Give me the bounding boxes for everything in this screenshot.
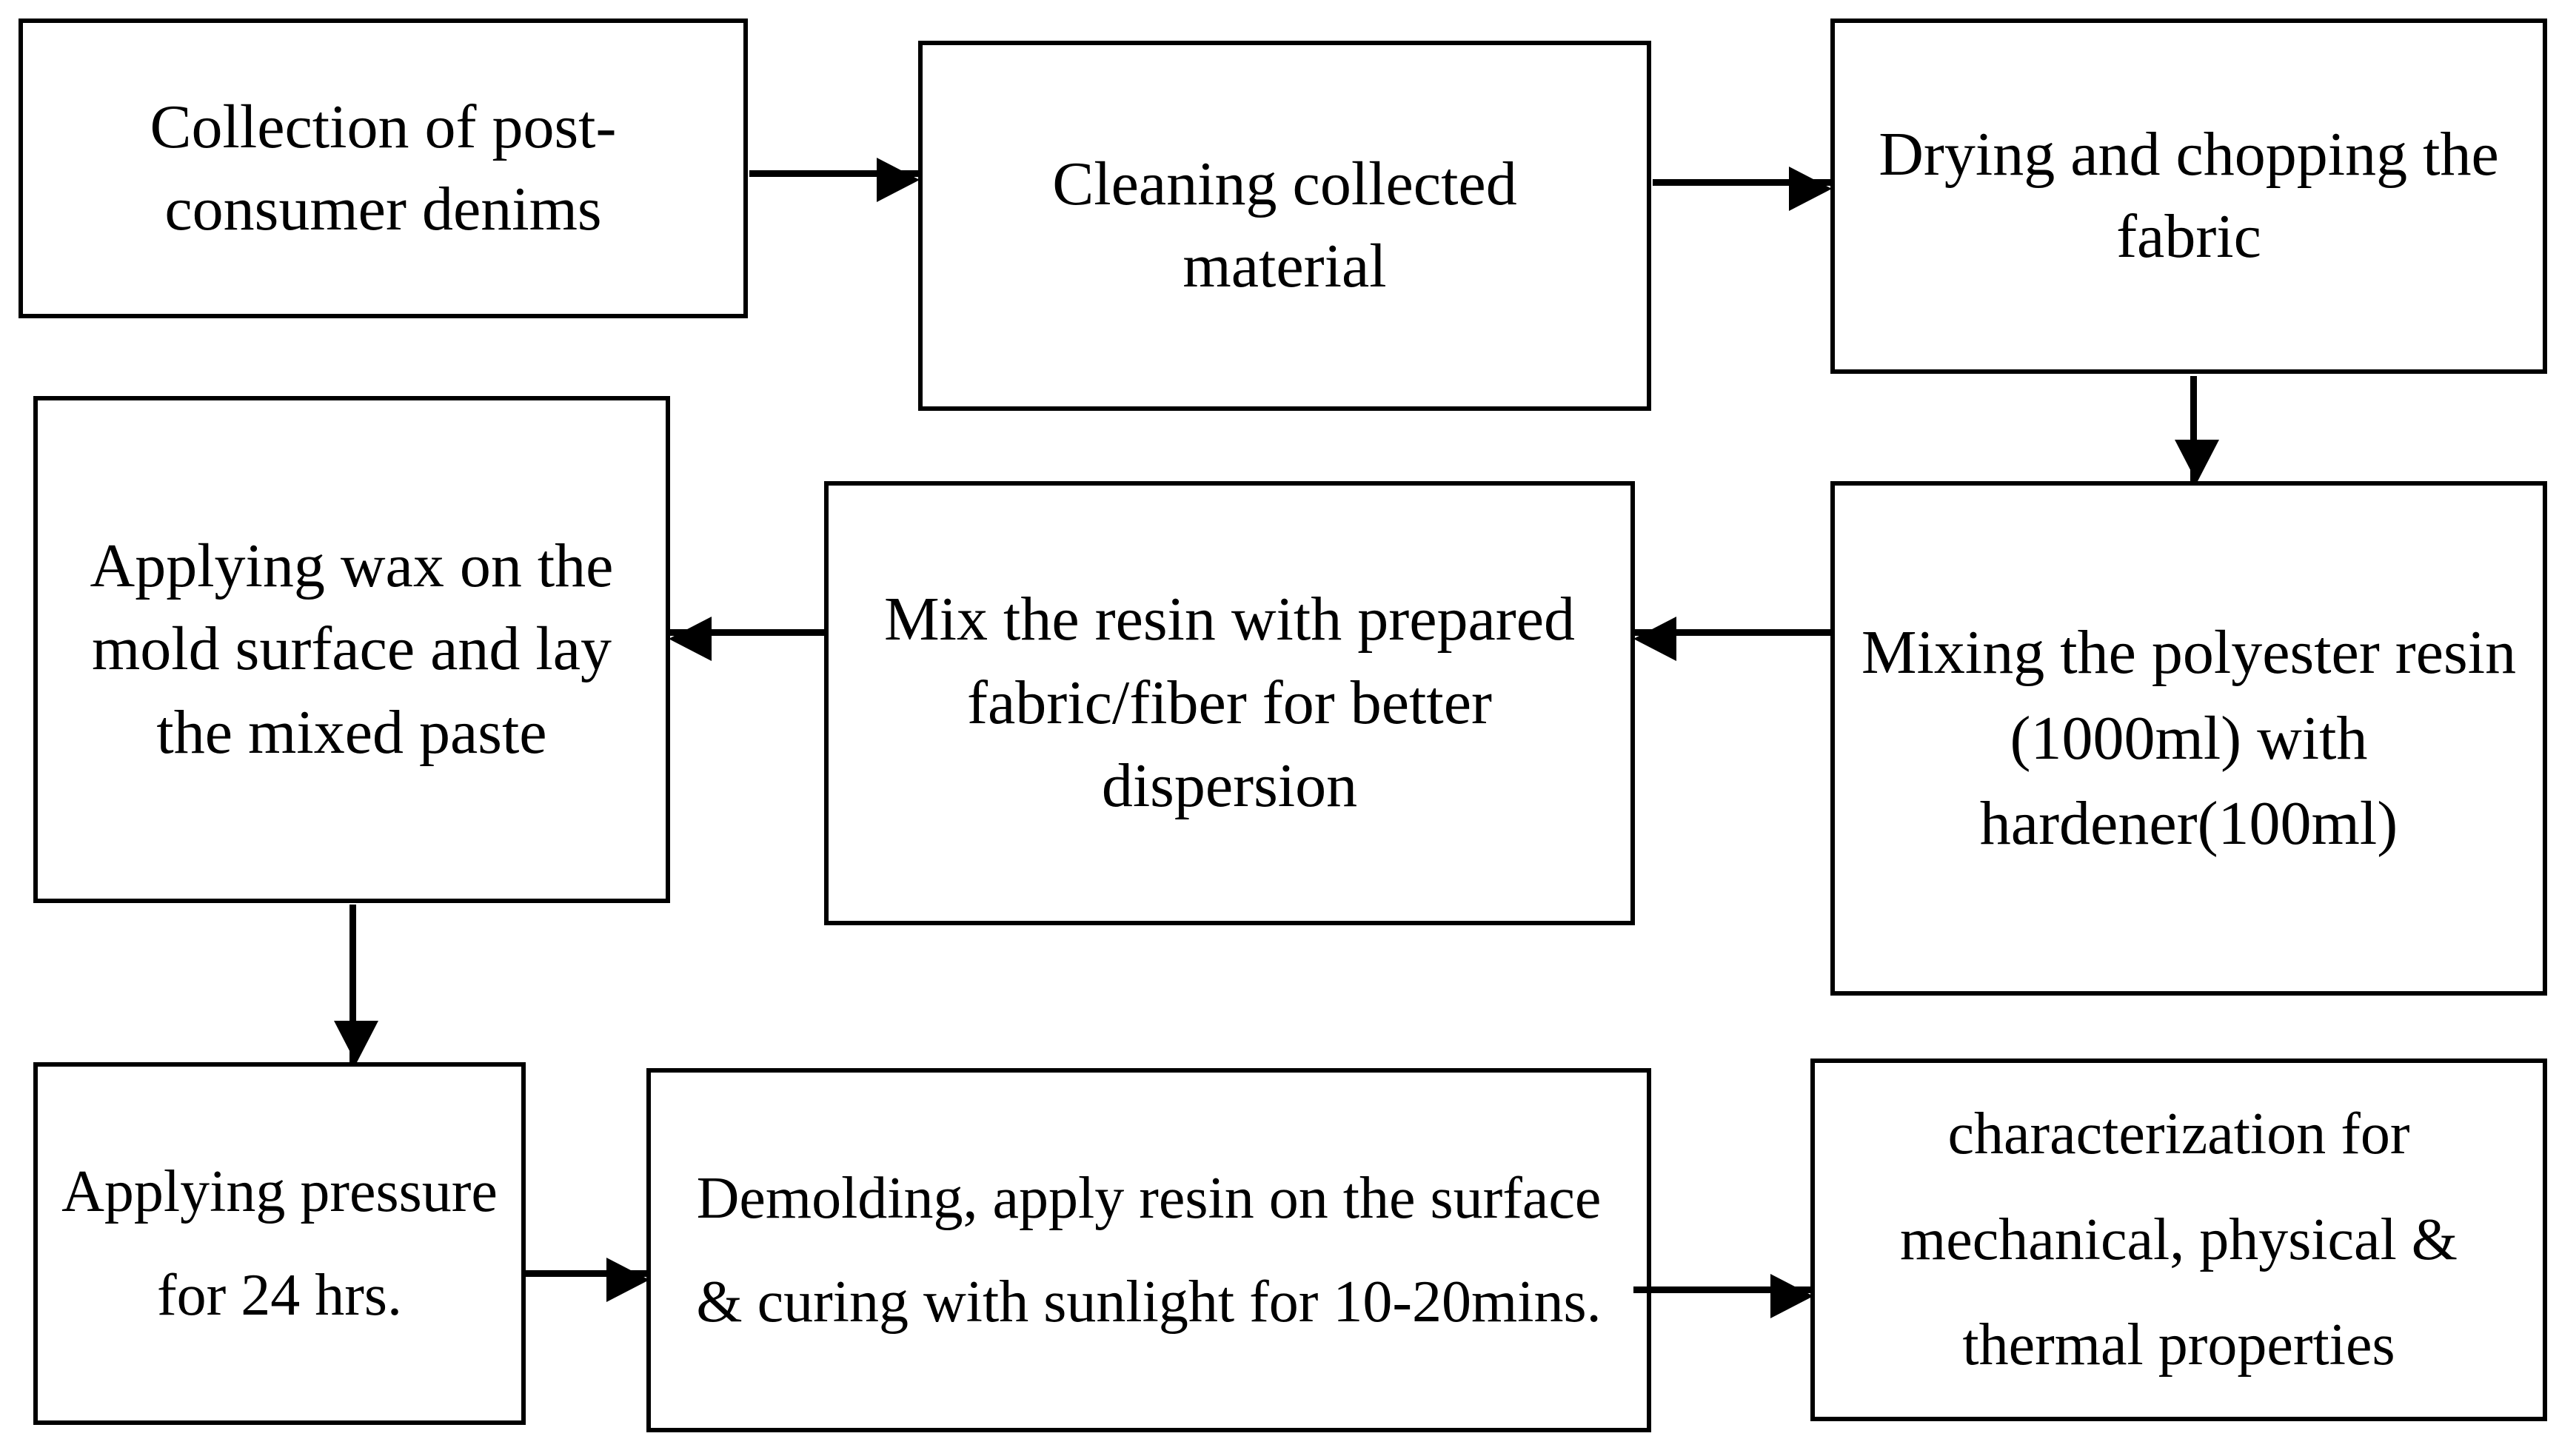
flow-node-applying-pressure-for-24-hrs[interactable]: Applying pressure for 24 hrs. xyxy=(33,1062,526,1425)
arrow-down-icon-n3-to-n6 xyxy=(2175,376,2219,483)
flow-node-cleaning-collected-material[interactable]: Cleaning collected material xyxy=(918,41,1651,411)
flow-node-label: characterization for mechanical, physica… xyxy=(1899,1101,2458,1378)
arrow-left-icon-n5-to-n4 xyxy=(669,617,826,661)
arrowhead xyxy=(877,158,920,202)
flow-node-mix-the-resin-with-prepared-fabric[interactable]: Mix the resin with prepared fabric/fiber… xyxy=(824,481,1635,925)
flow-node-drying-and-chopping-the-fabric[interactable]: Drying and chopping the fabric xyxy=(1830,19,2547,374)
arrow-right-icon-n1-to-n2 xyxy=(749,158,920,202)
flow-node-label: Collection of post-consumer denims xyxy=(150,92,617,244)
flow-node-label: Drying and chopping the fabric xyxy=(1879,120,2499,271)
flow-node-applying-wax-on-the-mold-surface[interactable]: Applying wax on the mold surface and lay… xyxy=(33,396,670,903)
flow-node-label: Applying pressure for 24 hrs. xyxy=(61,1159,498,1328)
arrowhead xyxy=(1789,167,1832,211)
flow-node-label: Demolding, apply resin on the surface & … xyxy=(696,1166,1602,1335)
arrowhead xyxy=(606,1258,649,1302)
arrow-right-icon-n8-to-n9 xyxy=(1633,1274,1813,1318)
flow-node-collection-of-post-consumer-denims[interactable]: Collection of post-consumer denims xyxy=(19,19,748,318)
flow-node-label: Mix the resin with prepared fabric/fiber… xyxy=(883,585,1576,821)
flow-node-characterization-for-properties[interactable]: characterization for mechanical, physica… xyxy=(1810,1059,2547,1421)
arrowhead xyxy=(1770,1274,1813,1318)
arrowhead xyxy=(1633,617,1676,661)
flow-node-label: Applying wax on the mold surface and lay… xyxy=(90,531,614,767)
flow-node-label: Cleaning collected material xyxy=(1052,150,1517,301)
flow-node-mixing-the-polyester-resin-with-hardener[interactable]: Mixing the polyester resin (1000ml) with… xyxy=(1830,481,2547,996)
flow-node-label: Mixing the polyester resin (1000ml) with… xyxy=(1861,617,2517,859)
arrow-left-icon-n6-to-n5 xyxy=(1633,617,1832,661)
arrow-down-icon-n4-to-n7 xyxy=(334,905,378,1064)
arrowhead xyxy=(2175,440,2219,483)
arrowhead xyxy=(334,1021,378,1064)
arrowhead xyxy=(669,617,712,661)
arrow-right-icon-n7-to-n8 xyxy=(524,1258,649,1302)
flow-node-demolding-apply-resin-and-curing[interactable]: Demolding, apply resin on the surface & … xyxy=(646,1068,1651,1432)
arrow-right-icon-n2-to-n3 xyxy=(1653,167,1832,211)
